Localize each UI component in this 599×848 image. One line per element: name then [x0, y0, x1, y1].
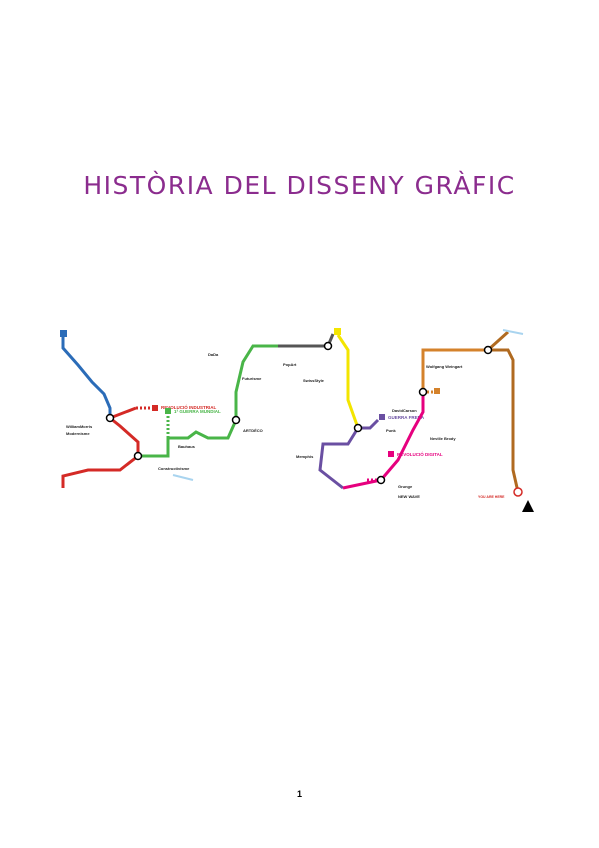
- station-label: DaDa: [208, 352, 219, 357]
- page-number: 1: [296, 789, 302, 799]
- warning-icon: [522, 500, 534, 512]
- interchange-station: [353, 423, 363, 433]
- station-label: Wolfgang Weingart: [426, 364, 463, 369]
- yellow-line-terminus: [334, 328, 341, 335]
- station-label: Punk: [386, 428, 397, 433]
- orange-line: [421, 348, 488, 394]
- station-label: Neville Brody: [430, 436, 456, 441]
- guerra-freda-label: GUERRA FREDA: [388, 415, 425, 420]
- station-label: Memphis: [296, 454, 314, 459]
- station-label: Grunge: [398, 484, 413, 489]
- station-label: Futurisme: [242, 376, 262, 381]
- station-label: DavidCarson: [392, 408, 417, 413]
- interchange-station: [483, 345, 493, 355]
- station-label: NEW WAVE: [398, 494, 420, 499]
- blue-line-terminus: [60, 330, 67, 337]
- brown-line: [486, 330, 520, 493]
- accent-line: [502, 329, 524, 335]
- revolucio-industrial-label: REVOLUCIÓ INDUSTRIAL: [161, 403, 217, 410]
- yellow-line: [334, 328, 360, 429]
- purple-line-terminus: [379, 414, 385, 420]
- station-label: PopArt: [283, 362, 297, 367]
- blue-line: [60, 330, 112, 418]
- interchange-station: [418, 387, 428, 397]
- interchange-station: [323, 341, 333, 351]
- interchange-station: [231, 415, 241, 425]
- orange-line-terminus: [434, 388, 440, 394]
- green-line: 1ª GUERRA MUNDIAL: [138, 344, 278, 458]
- red-line-terminus: [152, 405, 158, 411]
- pink-line: REVOLUCIÓ DIGITAL: [342, 392, 443, 490]
- interchange-station: [133, 451, 143, 461]
- interchange-station: [105, 413, 115, 423]
- you-are-here-label: YOU ARE HERE: [478, 495, 505, 499]
- you-are-here-station: [513, 487, 523, 497]
- purple-line: GUERRA FREDA: [318, 414, 425, 490]
- station-label: Modernisme: [66, 431, 90, 436]
- station-label: WilliamMorris: [66, 424, 93, 429]
- accent-line: [172, 474, 194, 481]
- station-label: SwissStyle: [303, 378, 325, 383]
- station-label: Bauhaus: [178, 444, 196, 449]
- guerra-mundial-label: 1ª GUERRA MUNDIAL: [174, 409, 221, 414]
- station-label: ARTDÉCO: [243, 428, 263, 433]
- page-title: HISTÒRIA DEL DISSENY GRÀFIC: [83, 171, 516, 200]
- station-label: Constructivisme: [158, 466, 190, 471]
- design-history-metro-map: REVOLUCIÓ INDUSTRIAL 1ª GUERRA MUNDIAL G…: [60, 328, 534, 512]
- pink-line-terminus: [388, 451, 394, 457]
- green-line-terminus: [165, 408, 171, 414]
- revolucio-digital-label: REVOLUCIÓ DIGITAL: [397, 450, 443, 457]
- red-line: REVOLUCIÓ INDUSTRIAL: [61, 403, 217, 488]
- interchange-station: [376, 475, 386, 485]
